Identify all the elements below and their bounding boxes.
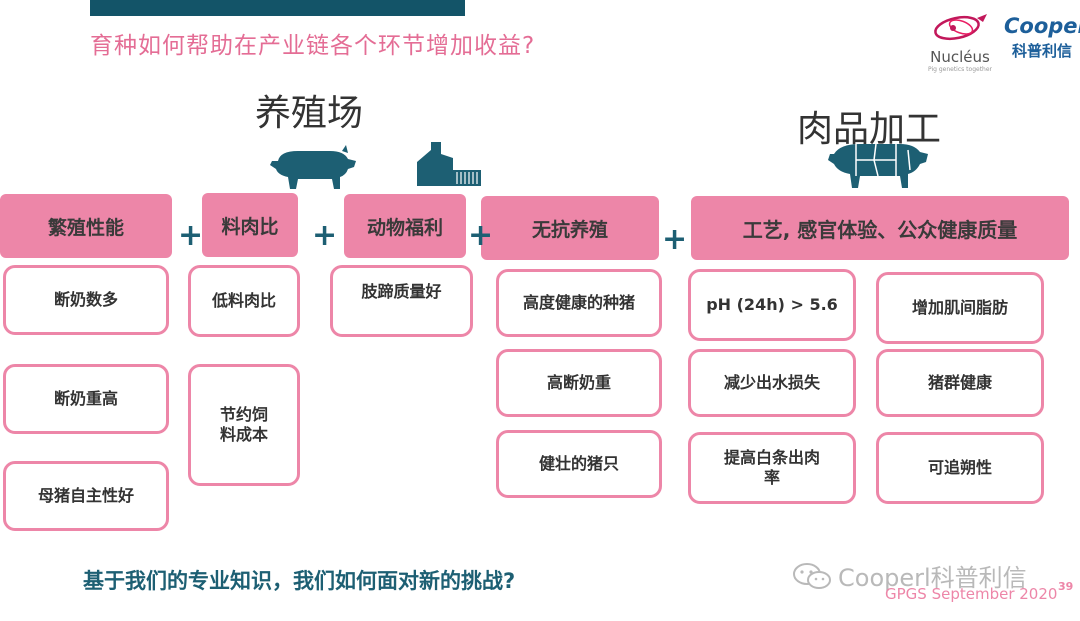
bottom-question: 基于我们的专业知识，我们如何面对新的挑战? — [83, 569, 516, 593]
plus-sign: + — [178, 218, 204, 253]
pig-cuts-icon — [828, 143, 928, 188]
category-animal-welfare: 动物福利 — [344, 194, 466, 258]
cooperl-name: Cooperl — [1004, 14, 1080, 38]
wechat-icon — [793, 562, 831, 589]
slide-subtitle: 育种如何帮助在产业链各个环节增加收益? — [90, 33, 536, 59]
item-weaning-weight: 断奶重高 — [3, 364, 169, 434]
section-title-farm: 养殖场 — [255, 93, 364, 134]
watermark-text: Cooperl科普利信 — [838, 564, 1027, 592]
footer-text: GPGS September 2020 — [885, 585, 1058, 603]
section-title-processing: 肉品加工 — [797, 109, 942, 150]
category-reproduction: 繁殖性能 — [0, 194, 172, 258]
cooperl-chinese-name: 科普利信 — [1011, 42, 1072, 60]
top-accent-bar — [90, 0, 465, 16]
category-feed-conversion: 料肉比 — [202, 193, 298, 257]
item-feed-cost-saving: 节约饲 料成本 — [188, 364, 300, 486]
item-reduce-drip-loss: 减少出水损失 — [688, 349, 856, 417]
item-carcass-yield: 提高白条出肉 率 — [688, 432, 856, 504]
item-robust-pigs: 健壮的猪只 — [496, 430, 662, 498]
item-traceability: 可追朔性 — [876, 432, 1044, 504]
category-antibiotic-free: 无抗养殖 — [481, 196, 659, 260]
category-processing-quality: 工艺, 感官体验、公众健康质量 — [691, 196, 1069, 260]
nucleus-logo: Nucléus Pig genetics together — [925, 10, 995, 73]
plus-sign: + — [468, 218, 494, 253]
nucleus-tagline: Pig genetics together — [927, 66, 993, 73]
item-weaned-count: 断奶数多 — [3, 265, 169, 335]
cooperl-logo: Cooperl 科普利信 — [1004, 14, 1080, 61]
wechat-watermark: Cooperl科普利信 — [792, 558, 1027, 593]
nucleus-swirl-icon — [934, 14, 987, 41]
item-intramuscular-fat: 增加肌间脂肪 — [876, 272, 1044, 344]
pig-silhouette-icon — [270, 145, 356, 189]
item-high-weaning-weight: 高断奶重 — [496, 349, 662, 417]
page-number: 39 — [1058, 580, 1074, 593]
item-sow-autonomy: 母猪自主性好 — [3, 461, 169, 531]
item-herd-health: 猪群健康 — [876, 349, 1044, 417]
plus-sign: + — [662, 222, 688, 257]
plus-sign: + — [312, 218, 338, 253]
item-healthy-breeding-pigs: 高度健康的种猪 — [496, 269, 662, 337]
item-low-fcr: 低料肉比 — [188, 265, 300, 337]
nucleus-name: Nucléus — [930, 48, 990, 66]
item-leg-quality: 肢蹄质量好 — [330, 265, 473, 337]
item-ph-value: pH (24h) > 5.6 — [688, 269, 856, 341]
farm-building-icon — [417, 142, 481, 186]
